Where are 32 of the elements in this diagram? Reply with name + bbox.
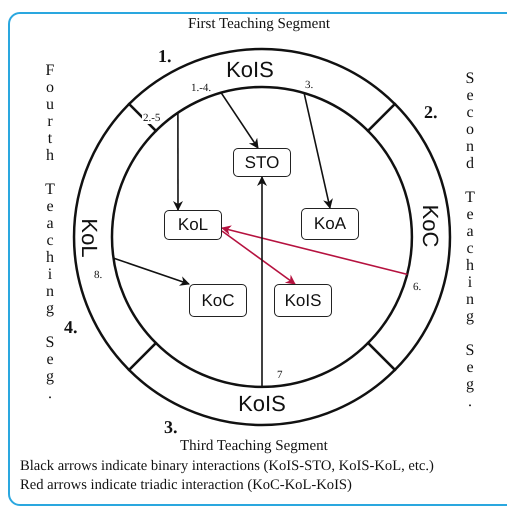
edge-label: 2.-5 [142,113,162,124]
arrow [303,92,333,209]
arrow [221,225,408,276]
edge-label: 8. [93,270,104,281]
arrow [220,92,259,149]
vertical-label: Second Teaching Seg. [464,70,476,410]
knowledge-box: KoA [301,208,359,240]
segment-label: KoIS [238,392,286,415]
knowledge-box: STO [233,148,291,177]
segment-number: 4. [64,318,78,338]
segment-label: KoC [418,204,441,248]
segment-number: 1. [158,47,172,67]
arrow [113,257,190,286]
caption-text: Red arrows indicate triadic interaction (KoC-KoL-KoIS) [20,477,352,494]
knowledge-box: KoL [164,210,222,240]
segment-label: KoIS [226,59,274,81]
segment-number: 3. [164,418,178,438]
knowledge-box: KoIS [274,284,332,317]
arrow [173,112,183,211]
caption-text: First Teaching Segment [188,16,330,32]
arrow [257,176,267,387]
caption-text: Black arrows indicate binary interactions (KoIS-STO, KoIS-KoL, etc.) [20,458,434,474]
edge-label: 1.-4. [190,83,212,94]
edge-label: 6. [412,282,422,293]
arrow [222,230,296,285]
segment-number: 2. [424,103,438,123]
edge-label: 7 [276,370,284,381]
vertical-label: Fourth Teaching Seg. [44,62,56,402]
edge-label: 3. [304,80,314,91]
segment-label: KoL [78,218,100,258]
caption-text: Third Teaching Segment [180,438,328,454]
knowledge-box: KoC [189,284,247,317]
